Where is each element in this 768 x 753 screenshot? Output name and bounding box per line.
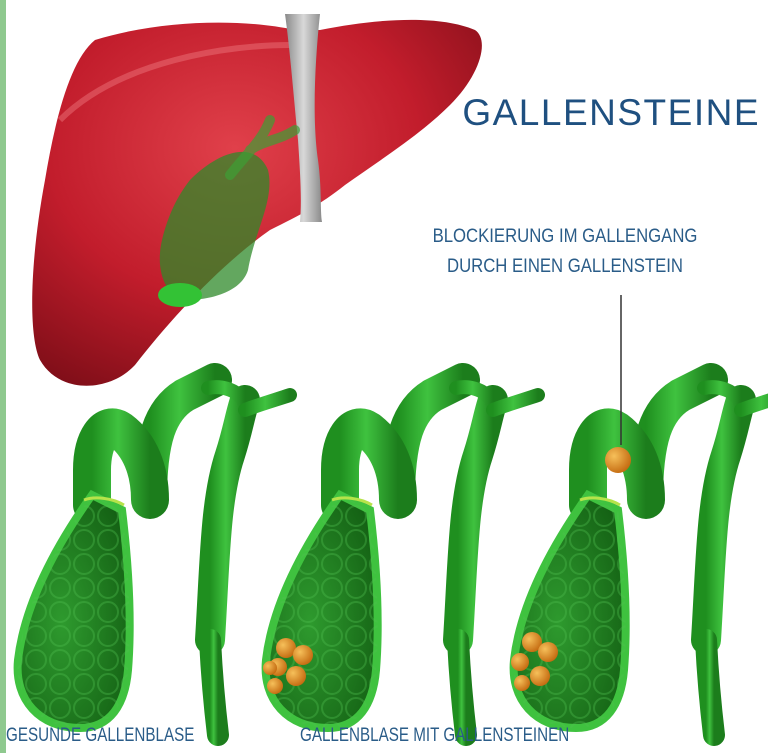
gallbladder-blocked-duct (511, 380, 768, 735)
gallbladder-healthy (18, 380, 290, 735)
gallbladder-with-stones (263, 380, 538, 735)
page-title: GALLENSTEINE (420, 92, 760, 134)
liver-illustration (32, 14, 482, 386)
blockage-callout: BLOCKIERUNG IM GALLENGANG DURCH EINEN GA… (402, 222, 728, 282)
blocking-gallstone (605, 447, 631, 473)
caption-healthy-gallbladder: GESUNDE GALLENBLASE (6, 725, 194, 747)
callout-line-1: BLOCKIERUNG IM GALLENGANG (402, 222, 728, 252)
callout-line-2: DURCH EINEN GALLENSTEIN (402, 252, 728, 282)
caption-gallbladder-with-stones: GALLENBLASE MIT GALLENSTEINEN (300, 725, 569, 747)
